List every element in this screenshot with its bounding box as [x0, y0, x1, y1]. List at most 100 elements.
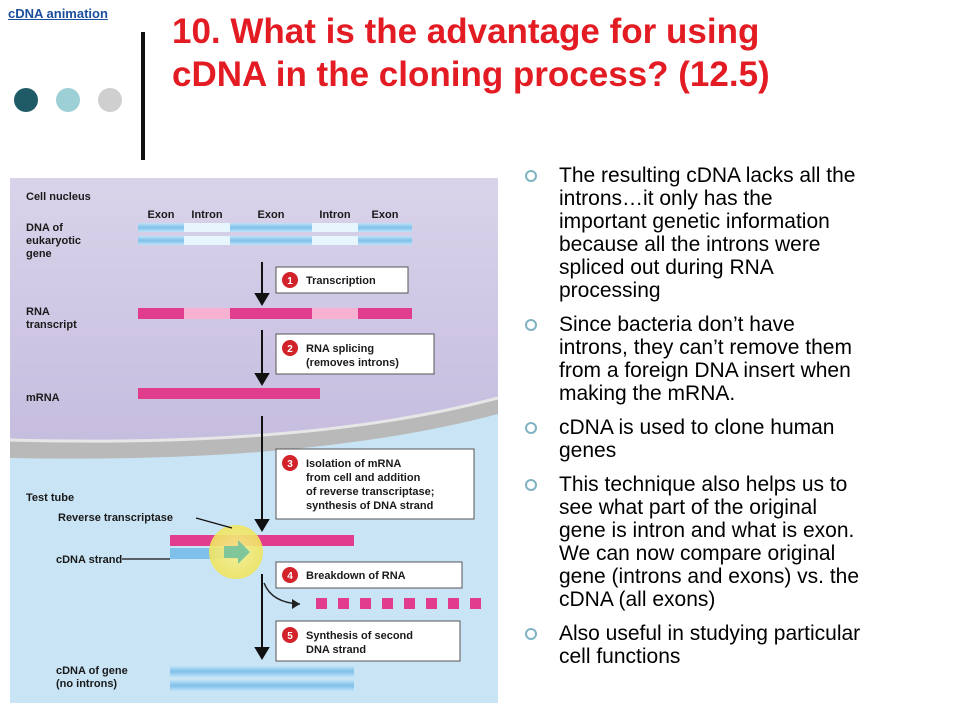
step-number-badge — [282, 272, 298, 288]
cdna-animation-link[interactable]: cDNA animation — [8, 6, 108, 21]
bullet-line: Since bacteria don’t have — [559, 313, 795, 336]
rna-fragment — [404, 598, 415, 609]
bullet-line: genes — [559, 439, 617, 462]
dna-exon — [230, 223, 312, 232]
arrow-head — [254, 373, 270, 386]
hybrid-mrna-strand — [170, 535, 354, 546]
title-line: 10. What is the advantage for using — [172, 12, 760, 51]
dot-light — [56, 88, 80, 112]
bullet-line: making the mRNA. — [559, 382, 736, 405]
dna-gene — [138, 223, 412, 245]
step-number: 4 — [287, 571, 293, 582]
step-text: of reverse transcriptase; — [306, 486, 434, 498]
ring-bullet-icon — [525, 170, 537, 182]
step-text: Isolation of mRNA — [306, 458, 401, 470]
step-number-badge — [282, 627, 298, 643]
step-2: 2 RNA splicing (removes introns) — [275, 333, 435, 375]
ring-bullet-icon — [525, 422, 537, 434]
bullet-line: spliced out during RNA — [559, 256, 774, 279]
rna-fragment — [426, 598, 437, 609]
segment-label: Exon — [258, 209, 285, 221]
ring-bullet-icon — [525, 319, 537, 331]
bullet-item: cDNA is used to clone human genes — [522, 416, 954, 462]
bullet-line: processing — [559, 279, 661, 302]
dna-intron — [184, 223, 230, 232]
rna-transcript — [138, 308, 412, 319]
cdna-diagram-svg: Cell nucleus DNA of eukaryotic gene RNA … — [10, 178, 498, 703]
rna-exon — [358, 308, 412, 319]
rna-fragment — [470, 598, 481, 609]
cdna-gene-label: cDNA of gene — [56, 665, 128, 677]
step-box — [275, 448, 475, 520]
step-number-badge — [282, 455, 298, 471]
dna-label: eukaryotic — [26, 235, 81, 247]
cell-nucleus-label: Cell nucleus — [26, 191, 91, 203]
dna-exon — [230, 236, 312, 245]
step-4: 4 Breakdown of RNA — [275, 561, 463, 589]
bullet-line: We can now compare original — [559, 542, 836, 565]
arrow-head — [254, 293, 270, 306]
step-number: 1 — [287, 276, 293, 287]
rna-fragment — [382, 598, 393, 609]
leader-lines — [122, 517, 233, 560]
slide-title: 10. What is the advantage for using cDNA… — [172, 10, 952, 96]
dot-dark — [14, 88, 38, 112]
segment-label: Exon — [148, 209, 175, 221]
mrna-label: mRNA — [26, 392, 60, 404]
dna-exon — [358, 223, 412, 232]
segment-headers: Exon Intron Exon Intron Exon — [148, 209, 399, 221]
rna-label: RNA — [26, 306, 50, 318]
rna-label: transcript — [26, 319, 77, 331]
step-number: 3 — [287, 459, 293, 470]
step-1: 1 Transcription — [275, 266, 409, 294]
segment-label: Intron — [191, 209, 222, 221]
step-text: DNA strand — [306, 644, 366, 656]
membrane-highlight — [10, 396, 498, 443]
bullet-list: The resulting cDNA lacks all the introns… — [522, 164, 954, 679]
bullet-line: from a foreign DNA insert when — [559, 359, 851, 382]
ring-bullet-icon — [525, 479, 537, 491]
ring-bullet-icon — [525, 628, 537, 640]
cdna-gene-strand — [170, 666, 354, 677]
bullet-line: gene is intron and what is exon. — [559, 519, 855, 542]
step-text: RNA splicing — [306, 343, 374, 355]
rna-fragment — [360, 598, 371, 609]
rna-fragment — [338, 598, 349, 609]
step-number-badge — [282, 567, 298, 583]
arrow-head — [254, 519, 270, 532]
fragment-arrow-head — [292, 599, 300, 609]
cdna-gene-strand — [170, 680, 354, 691]
step-text: Synthesis of second — [306, 630, 413, 642]
bullet-line: important genetic information — [559, 210, 830, 233]
bullet-line: The resulting cDNA lacks all the — [559, 164, 856, 187]
segment-label: Intron — [319, 209, 350, 221]
step-text: Breakdown of RNA — [306, 570, 406, 582]
step-number: 5 — [287, 631, 293, 642]
cdna-strand-label: cDNA strand — [56, 554, 122, 566]
mrna-strand — [138, 388, 320, 399]
segment-label: Exon — [372, 209, 399, 221]
nuclear-membrane — [10, 398, 498, 459]
bullet-item: The resulting cDNA lacks all the introns… — [522, 164, 954, 302]
step-number-badge — [282, 340, 298, 356]
bullet-line: cell functions — [559, 645, 681, 668]
cdna-strand-bar — [170, 548, 242, 559]
rna-intron — [184, 308, 230, 319]
step-number: 2 — [287, 344, 293, 355]
rna-exon — [138, 308, 184, 319]
bullet-line: cDNA is used to clone human — [559, 416, 835, 439]
step-box — [275, 333, 435, 375]
bullet-line: Also useful in studying particular — [559, 622, 861, 645]
bullet-line: because all the introns were — [559, 233, 821, 256]
bullet-line: see what part of the original — [559, 496, 817, 519]
bullet-line: introns, they can’t remove them — [559, 336, 852, 359]
enzyme-leader — [195, 517, 233, 529]
dna-label: gene — [26, 248, 52, 260]
rna-fragment — [316, 598, 327, 609]
process-arrows — [254, 262, 270, 660]
cdna-diagram: Cell nucleus DNA of eukaryotic gene RNA … — [10, 178, 498, 703]
bullet-line: This technique also helps us to — [559, 473, 848, 496]
dna-intron — [312, 236, 358, 245]
step-text: from cell and addition — [306, 472, 421, 484]
step-5: 5 Synthesis of second DNA strand — [275, 620, 461, 662]
